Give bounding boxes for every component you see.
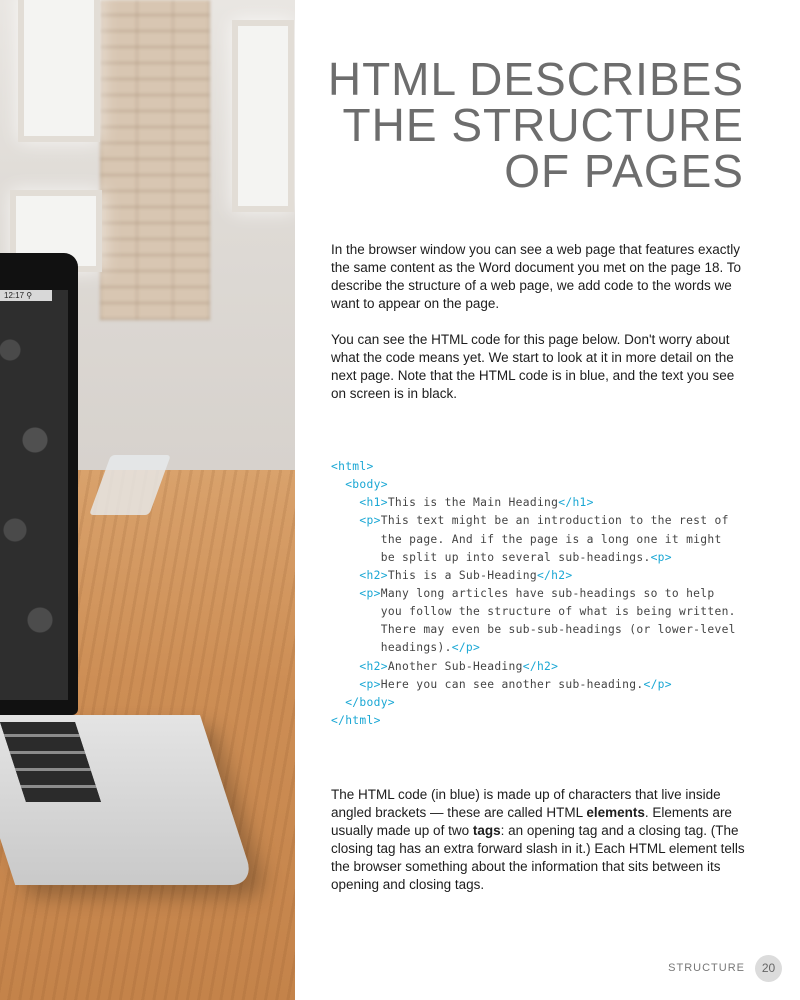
photo-window (232, 20, 294, 212)
code-tag: </h2> (536, 568, 573, 582)
code-text: you follow the structure of what is bein… (380, 605, 736, 619)
code-tag: </p> (643, 677, 672, 691)
code-line: <h2>Another Sub-Heading</h2> (331, 658, 771, 676)
code-text: headings). (380, 641, 452, 655)
code-text: Many long articles have sub-headings so … (380, 586, 715, 600)
code-tag: </html> (331, 713, 381, 727)
photo-screen-wallpaper (0, 290, 68, 700)
code-line: <body> (331, 476, 771, 494)
section-label: STRUCTURE (668, 962, 745, 974)
code-text: There may even be sub-sub-headings (or l… (380, 623, 736, 637)
code-tag: </h2> (522, 659, 559, 673)
code-tag: <p> (650, 550, 672, 564)
code-tag: <h1> (359, 496, 388, 510)
code-line: </body> (331, 694, 771, 712)
code-line: </html> (331, 712, 771, 730)
code-text: the page. And if the page is a long one … (380, 532, 722, 546)
photo-brick-wall (100, 0, 210, 320)
code-line: <p>Many long articles have sub-headings … (331, 585, 771, 603)
code-tag: <html> (331, 460, 374, 473)
code-line: <html> (331, 458, 771, 476)
code-line: be split up into several sub-headings.<p… (331, 549, 771, 567)
code-text: This is the Main Heading (387, 496, 559, 510)
code-tag: <p> (359, 586, 381, 600)
code-line: headings).</p> (331, 639, 771, 657)
page-title-line: OF PAGES (504, 145, 744, 197)
photo-window (18, 0, 100, 142)
page-number-badge: 20 (755, 955, 782, 982)
code-text: Here you can see another sub-heading. (380, 677, 644, 691)
term-tags: tags (472, 823, 501, 838)
code-tag: </h1> (558, 496, 594, 510)
code-line: the page. And if the page is a long one … (331, 531, 771, 549)
code-line: <h1>This is the Main Heading</h1> (331, 494, 771, 512)
code-block: <html> <body> <h1>This is the Main Headi… (331, 458, 771, 730)
photo-clock: 12:17 (4, 291, 25, 300)
page-title-line: HTML DESCRIBES (327, 53, 744, 105)
page-title-line: THE STRUCTURE (342, 99, 744, 151)
code-text: This text might be an introduction to th… (380, 514, 729, 528)
search-icon: ⚲ (26, 291, 33, 300)
code-text: Another Sub-Heading (387, 659, 523, 673)
page-title: HTML DESCRIBES THE STRUCTURE OF PAGES (328, 56, 744, 194)
code-text: be split up into several sub-headings. (380, 550, 651, 564)
laptop-photo: 12:17 ⚲ (0, 0, 295, 1000)
intro-paragraph: You can see the HTML code for this page … (331, 332, 735, 401)
code-line: <h2>This is a Sub-Heading</h2> (331, 567, 771, 585)
photo-menubar: 12:17 ⚲ (0, 290, 52, 301)
explanation-paragraph: The HTML code (in blue) is made up of ch… (331, 786, 751, 894)
code-tag: <p> (359, 677, 381, 691)
intro-paragraph: In the browser window you can see a web … (331, 242, 742, 311)
code-tag: <body> (345, 478, 388, 492)
code-tag: <h2> (359, 568, 388, 582)
term-elements: elements (586, 805, 645, 820)
code-text: This is a Sub-Heading (387, 568, 537, 582)
code-line: <p>Here you can see another sub-heading.… (331, 676, 771, 694)
code-line: There may even be sub-sub-headings (or l… (331, 621, 771, 639)
explanation-text: : an opening tag and a closing tag. (The… (331, 823, 745, 892)
code-line: you follow the structure of what is bein… (331, 603, 771, 621)
code-tag: <p> (359, 514, 381, 528)
code-tag: </p> (451, 641, 481, 655)
explanation-text: . Elements are usually made up of two (331, 805, 732, 838)
code-tag: <h2> (359, 659, 388, 673)
explanation-text: The HTML code (in blue) is made up of ch… (331, 787, 721, 820)
code-line: <p>This text might be an introduction to… (331, 512, 771, 530)
code-tag: </body> (345, 695, 395, 709)
